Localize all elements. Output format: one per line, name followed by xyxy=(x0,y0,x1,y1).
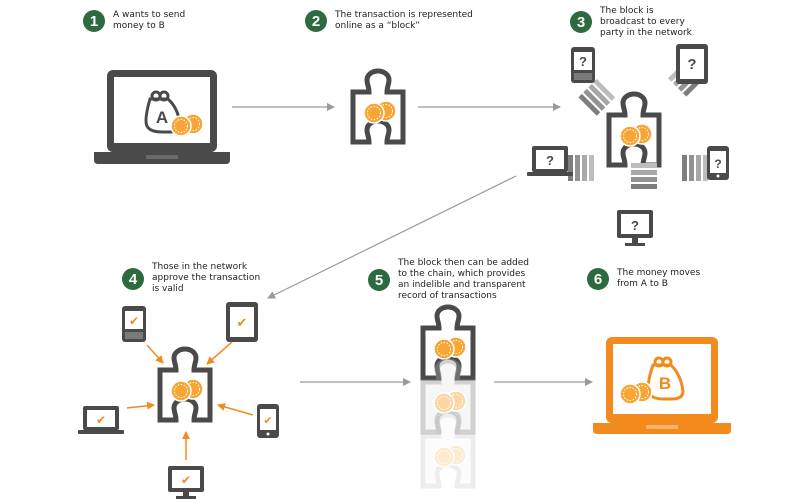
step-3-number: 3 xyxy=(570,11,592,33)
flow-arrow xyxy=(267,175,517,299)
step-5: 5 The block then can be added to the cha… xyxy=(368,258,529,302)
step-6: 6 The money moves from A to B xyxy=(587,268,700,290)
step-4: 4 Those in the network approve the trans… xyxy=(122,262,260,295)
laptop-icon xyxy=(78,406,124,434)
step-4-text: Those in the network approve the transac… xyxy=(152,262,261,294)
step-5-text: The block then can be added to the chain… xyxy=(398,258,530,301)
check-icon: ✔ xyxy=(96,413,106,427)
unknown-glyph: ? xyxy=(579,54,587,69)
monitor-icon xyxy=(168,466,204,499)
step-3-text: The block is broadcast to every party in… xyxy=(600,6,692,38)
tablet-icon xyxy=(226,302,258,342)
step-6-number: 6 xyxy=(587,268,609,290)
broadcast-block-icon xyxy=(609,94,659,165)
step-6-text: The money moves from A to B xyxy=(617,268,701,289)
step-1-number: 1 xyxy=(83,10,105,32)
coins-icon xyxy=(170,113,204,137)
block-puzzle-icon xyxy=(353,71,403,142)
step-1-text: A wants to send money to B xyxy=(113,10,186,31)
unknown-glyph: ? xyxy=(687,56,696,73)
step-5-number: 5 xyxy=(368,269,390,291)
coins-icon xyxy=(619,381,653,405)
monitor-icon xyxy=(617,210,653,246)
phone-icon xyxy=(257,404,279,438)
phone-icon xyxy=(707,146,729,180)
unknown-glyph: ? xyxy=(714,157,721,171)
check-icon: ✔ xyxy=(129,314,139,328)
approval-arrow xyxy=(146,344,164,364)
step-2-text: The transaction is represented online as… xyxy=(335,10,473,31)
check-icon: ✔ xyxy=(181,473,191,487)
unknown-glyph: ? xyxy=(546,153,554,168)
step-2: 2 The transaction is represented online … xyxy=(305,10,473,32)
step-3: 3 The block is broadcast to every party … xyxy=(570,6,692,39)
approval-arrow xyxy=(206,341,233,365)
approval-arrow xyxy=(126,401,155,410)
tablet-icon xyxy=(676,44,708,84)
approval-block-icon xyxy=(160,349,210,420)
step-4-number: 4 xyxy=(122,268,144,290)
wallet-a-label: A xyxy=(156,108,168,127)
approval-arrow xyxy=(217,403,254,416)
check-icon: ✔ xyxy=(263,414,272,427)
laptop-icon xyxy=(527,146,573,176)
unknown-glyph: ? xyxy=(631,218,639,233)
phone-icon xyxy=(571,47,595,83)
wallet-b-label: B xyxy=(659,374,671,393)
step-1: 1 A wants to send money to B xyxy=(83,10,185,32)
step-2-number: 2 xyxy=(305,10,327,32)
wallet-a-icon xyxy=(144,90,182,134)
phone-icon xyxy=(122,306,146,342)
approval-arrows xyxy=(126,341,254,460)
check-icon: ✔ xyxy=(237,316,248,331)
